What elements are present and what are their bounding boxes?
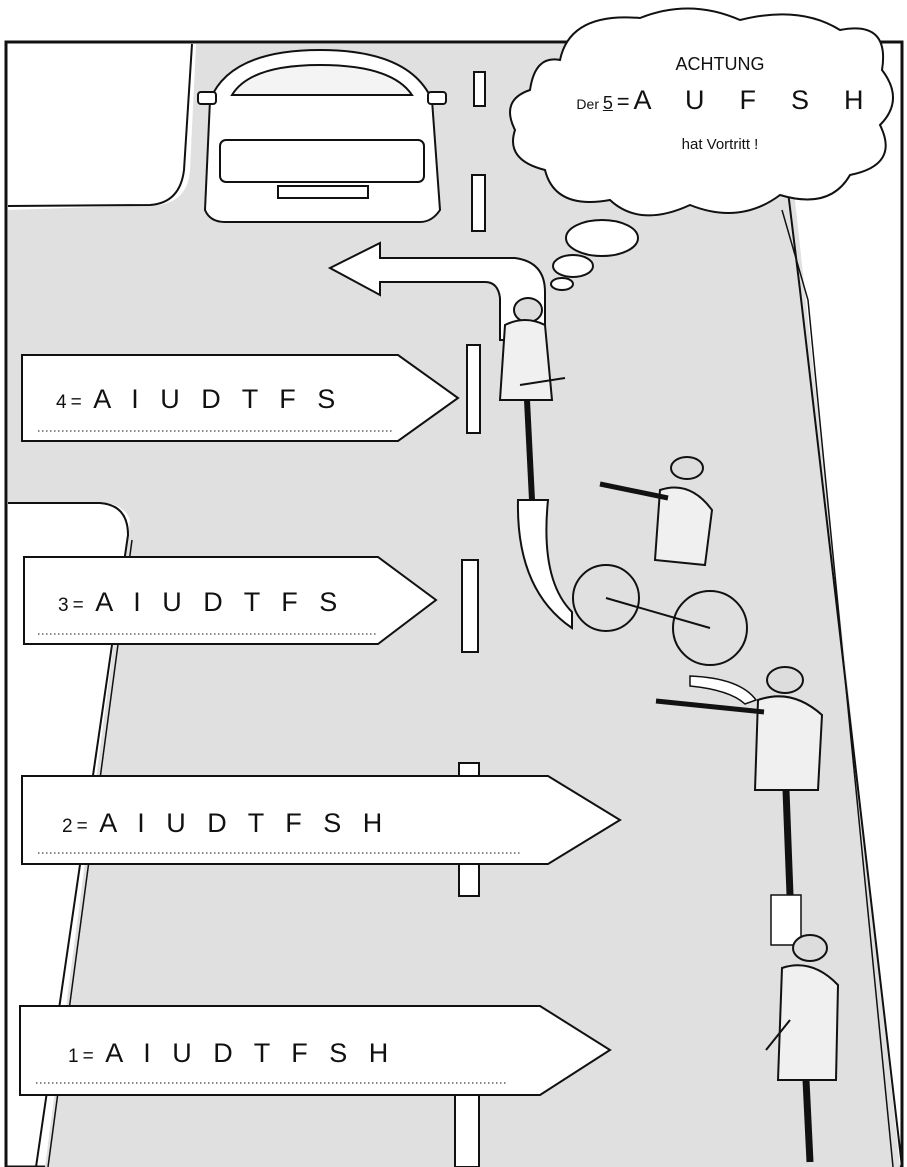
bubble-number: 5 (602, 93, 613, 113)
car (197, 48, 447, 223)
path-curve-arrow (516, 499, 573, 630)
sign-1-number: 1 (68, 1046, 79, 1067)
sign-3-eq: = (72, 595, 84, 616)
cyclist-straight-1 (498, 297, 566, 501)
bubble-prefix: Der (576, 96, 599, 112)
sign-1-eq: = (82, 1046, 94, 1067)
sign-2-text: 2= A I U D T F S H (62, 808, 382, 839)
sign-3-letters: A I U D T F S (95, 587, 338, 617)
cyclist-signaling (655, 666, 824, 896)
sign-4-text: 4= A I U D T F S (56, 384, 335, 415)
path-straight (770, 894, 802, 946)
bubble-main-line: Der 5 = A U F S H (560, 85, 880, 116)
sign-3 (23, 556, 438, 645)
path-curve-arrow-2 (689, 675, 758, 705)
sign-4-number: 4 (56, 392, 67, 413)
cyclist-straight-2 (765, 934, 840, 1163)
sign-1-text: 1= A I U D T F S H (68, 1038, 388, 1069)
cyclist-turning (572, 456, 748, 666)
sign-4 (21, 354, 460, 442)
sign-4-letters: A I U D T F S (93, 384, 336, 414)
sign-1-letters: A I U D T F S H (105, 1038, 389, 1068)
bubble-title: ACHTUNG (675, 54, 765, 74)
thought-bubble-text: ACHTUNG Der 5 = A U F S H hat Vortritt ! (560, 54, 880, 153)
curb-bottom-left (8, 502, 130, 1167)
sign-2 (21, 775, 622, 865)
sign-3-text: 3= A I U D T F S (58, 587, 337, 618)
thought-bubble (509, 7, 894, 291)
curb-top-left (7, 43, 193, 207)
bubble-footer: hat Vortritt ! (681, 136, 759, 153)
sign-2-letters: A I U D T F S H (99, 808, 383, 838)
bubble-letters: A U F S H (633, 85, 864, 115)
bubble-eq: = (616, 89, 630, 114)
sign-2-eq: = (76, 816, 88, 837)
sign-3-number: 3 (58, 595, 69, 616)
road-edge-right-inner (781, 209, 894, 1167)
sign-4-eq: = (70, 392, 82, 413)
road-surface (8, 44, 900, 1167)
sign-1 (19, 1005, 612, 1096)
sign-2-number: 2 (62, 816, 73, 837)
